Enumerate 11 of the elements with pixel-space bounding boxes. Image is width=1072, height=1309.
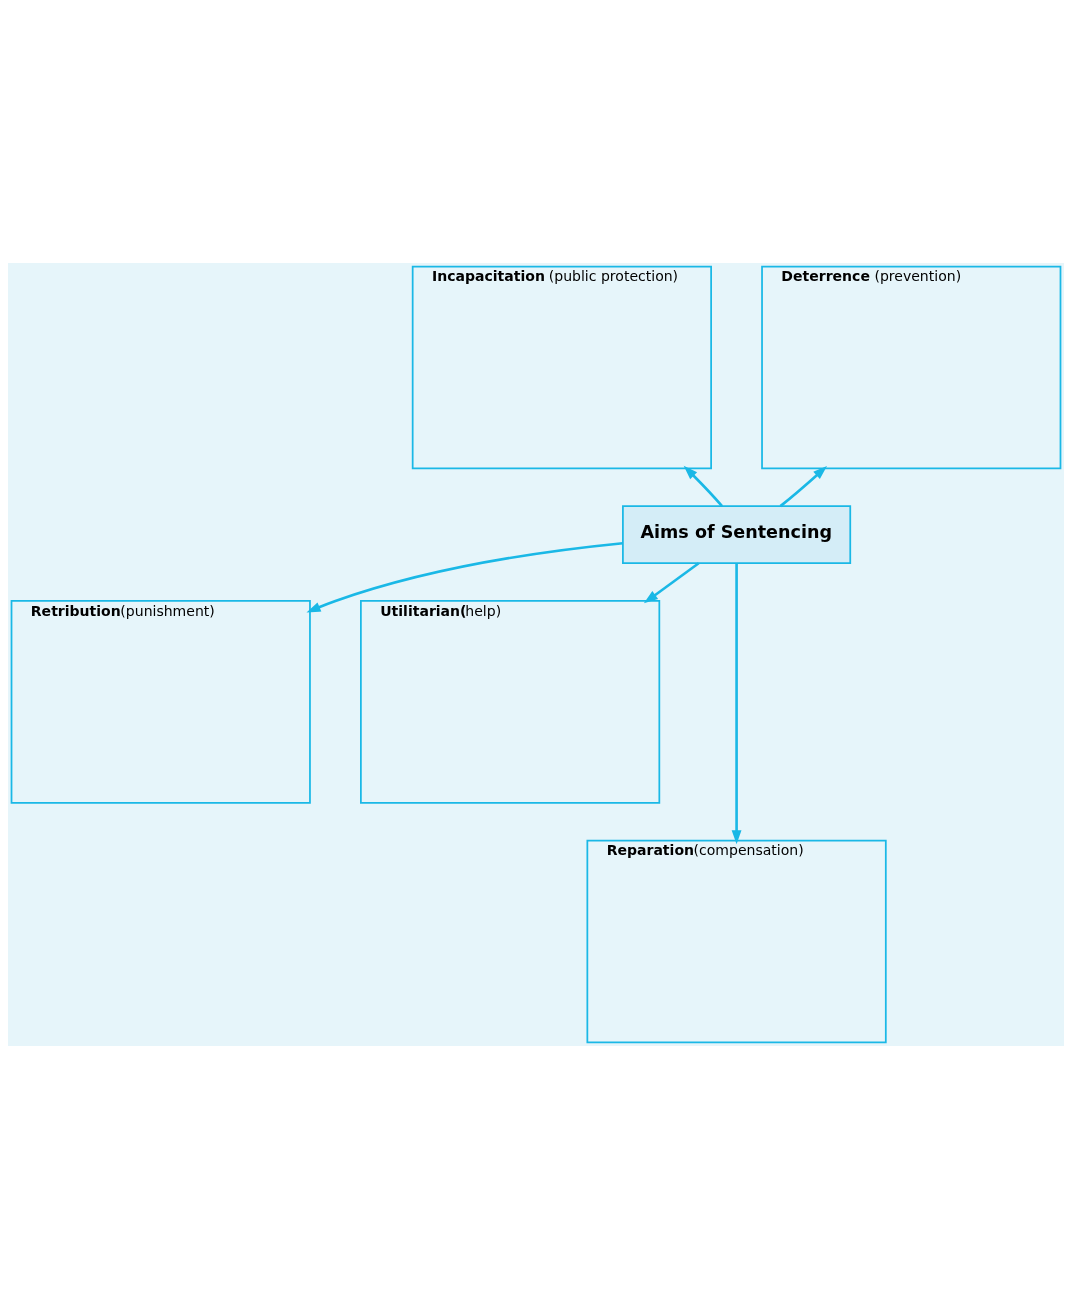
arrow bbox=[731, 563, 742, 845]
arrow bbox=[683, 465, 724, 507]
node-box: Utilitarian(help) bbox=[360, 600, 661, 804]
arrow bbox=[306, 541, 623, 613]
node-box: Deterrence (prevention) bbox=[761, 265, 1062, 470]
node-box: Retribution(punishment) bbox=[10, 600, 311, 804]
arrow bbox=[643, 562, 700, 604]
node-box: Incapacitation (public protection) bbox=[411, 265, 712, 470]
node-box: Reparation(compensation) bbox=[586, 839, 887, 1044]
node-box: Aims of Sentencing bbox=[622, 505, 852, 565]
arrow bbox=[779, 465, 828, 508]
